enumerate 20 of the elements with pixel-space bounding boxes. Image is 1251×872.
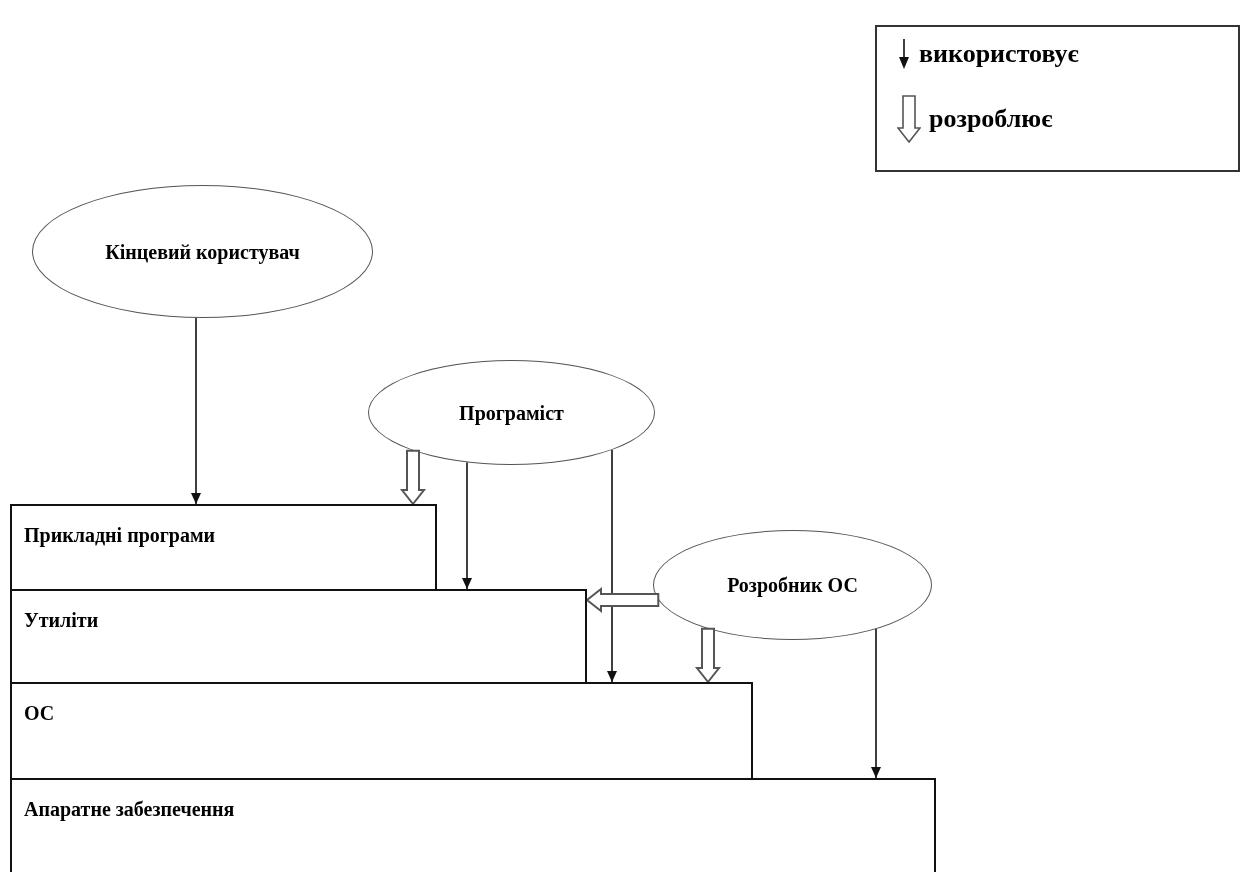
layer-label: ОС [24, 702, 55, 725]
actor-label: Розробник ОС [726, 573, 859, 599]
layer-label: Апаратне забезпечення [24, 798, 235, 821]
layer-box [10, 504, 437, 591]
legend-label: використовує [919, 39, 1079, 69]
actor-label: Кінцевий користувач [104, 239, 301, 266]
actor-label: Програміст [458, 400, 565, 427]
hollow-arrow [585, 586, 660, 614]
arrow [462, 461, 472, 590]
layer-box [10, 682, 753, 780]
arrow [191, 317, 201, 505]
arrow [871, 628, 881, 779]
arrow [607, 449, 617, 683]
layer-label: Прикладні програми [24, 524, 216, 547]
hollow-arrow [399, 449, 427, 506]
hollow-arrow [694, 627, 722, 684]
legend-label: розроблює [929, 104, 1053, 134]
layer-box [10, 778, 936, 872]
layer-label: Утиліти [24, 609, 99, 632]
layer-box [10, 589, 587, 684]
